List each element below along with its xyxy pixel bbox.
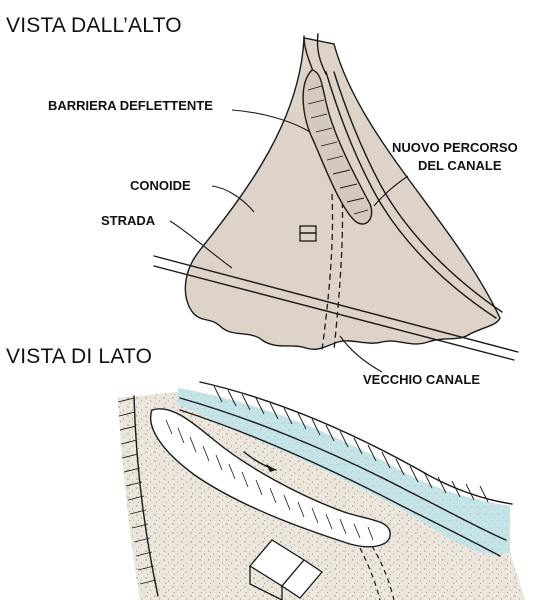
label-conoide: CONOIDE [130,178,191,193]
label-strada: STRADA [101,213,156,228]
top-view-heading: VISTA DALL’ALTO [6,14,182,37]
label-barriera-deflettente: BARRIERA DEFLETTENTE [48,98,213,113]
label-vecchio-canale: VECCHIO CANALE [363,372,480,387]
side-view-heading: VISTA DI LATO [6,345,152,368]
label-del-canale: DEL CANALE [418,158,502,173]
label-nuovo-percorso: NUOVO PERCORSO [392,140,518,155]
